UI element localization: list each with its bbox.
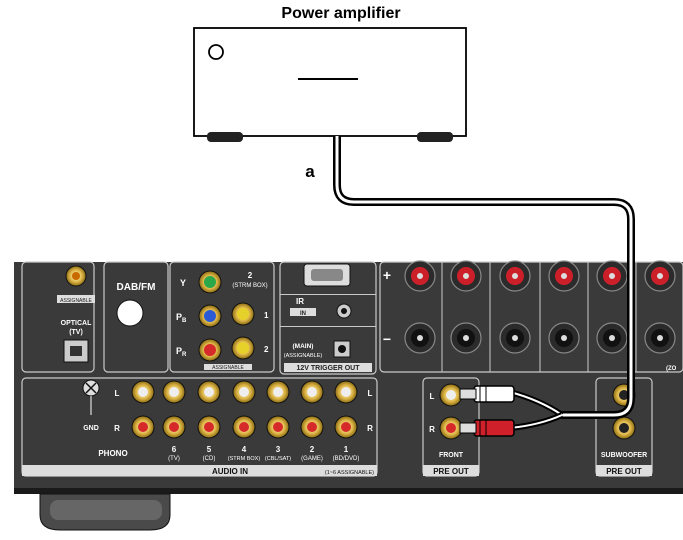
speaker-terminals: + − (ZO [383, 260, 677, 372]
component-col2-sub: (STRM BOX) [232, 283, 267, 289]
audio-in-name: (CD) [203, 456, 216, 462]
y-label: Y [180, 278, 186, 288]
audio-in-num: 2 [310, 445, 315, 454]
audio-l-label: L [368, 389, 373, 398]
audio-in-num: 1 [344, 445, 349, 454]
pre-out-front-section: L R FRONT PRE OUT [423, 383, 479, 476]
gnd-label: GND [83, 425, 99, 432]
control-section: IR IN (MAIN) (ASSIGNABLE) 12V TRIGGER OU… [280, 263, 376, 372]
trigger-assignable-label: (ASSIGNABLE) [284, 353, 323, 359]
dab-fm-antenna-jack[interactable] [116, 299, 144, 327]
pr-label: PR [176, 346, 187, 358]
speaker-minus-label: − [383, 331, 391, 347]
audio-in-note: (1~6 ASSIGNABLE) [325, 470, 374, 476]
audio-in-name: (TV) [168, 456, 180, 462]
audio-r-label: R [367, 424, 373, 433]
pb-label: PB [176, 312, 187, 324]
rca-cable [333, 136, 635, 437]
trigger-out-label: 12V TRIGGER OUT [296, 365, 360, 372]
dab-fm-label: DAB/FM [117, 282, 156, 293]
phono-l-label: L [115, 389, 120, 398]
power-button-icon [208, 44, 224, 60]
cable-label: a [305, 162, 315, 181]
pre-out-subwoofer-title: PRE OUT [606, 467, 642, 476]
optical-sub-label: (TV) [69, 329, 83, 336]
optical-label: OPTICAL [61, 320, 92, 327]
zone-label: (ZO [666, 366, 677, 372]
diagram-title: Power amplifier [281, 5, 400, 22]
audio-in-num: 5 [207, 445, 212, 454]
power-amplifier [193, 27, 467, 142]
audio-in-name: (BD/DVD) [333, 456, 360, 462]
component-assignable-tag: ASSIGNABLE [212, 365, 244, 371]
audio-in-num: 4 [242, 445, 247, 454]
pre-out-front-label: FRONT [439, 452, 464, 459]
ir-in-label: IN [300, 311, 306, 317]
phono-label: PHONO [98, 449, 127, 458]
pre-out-subwoofer-label: SUBWOOFER [601, 452, 647, 459]
speaker-plus-label: + [383, 267, 391, 283]
assignable-tag: ASSIGNABLE [60, 298, 92, 304]
ir-label: IR [296, 297, 304, 306]
pre-out-r-label: R [429, 425, 435, 434]
speaker-terminal-row-plus [404, 260, 676, 292]
component-video-section: Y PB PR 2 (STRM BOX) 1 2 ASSIGNABLE [176, 270, 269, 371]
pre-out-front-title: PRE OUT [433, 467, 469, 476]
audio-in-num: 3 [276, 445, 281, 454]
speaker-terminal-row-minus [404, 322, 676, 354]
audio-in-name: (CBL/SAT) [265, 456, 291, 462]
component-row1-num: 1 [264, 311, 269, 320]
audio-in-section: GND PHONO L R L R 6 (TV) 5 (CD) 4 (STRM … [22, 379, 377, 476]
rca-plug-red [459, 419, 515, 437]
component-col2-title: 2 [248, 271, 253, 280]
audio-in-name: (STRM BOX) [228, 456, 261, 462]
pre-out-l-label: L [430, 392, 435, 401]
phono-r-label: R [114, 424, 120, 433]
component-row2-num: 2 [264, 345, 269, 354]
digital-inputs-section: ASSIGNABLE OPTICAL (TV) [57, 265, 95, 363]
rca-plug-white [459, 385, 515, 403]
audio-in-title: AUDIO IN [212, 467, 248, 476]
trigger-main-label: (MAIN) [293, 343, 314, 350]
dab-fm-section: DAB/FM [116, 282, 156, 327]
audio-in-name: (GAME) [301, 456, 323, 462]
audio-in-num: 6 [172, 445, 177, 454]
